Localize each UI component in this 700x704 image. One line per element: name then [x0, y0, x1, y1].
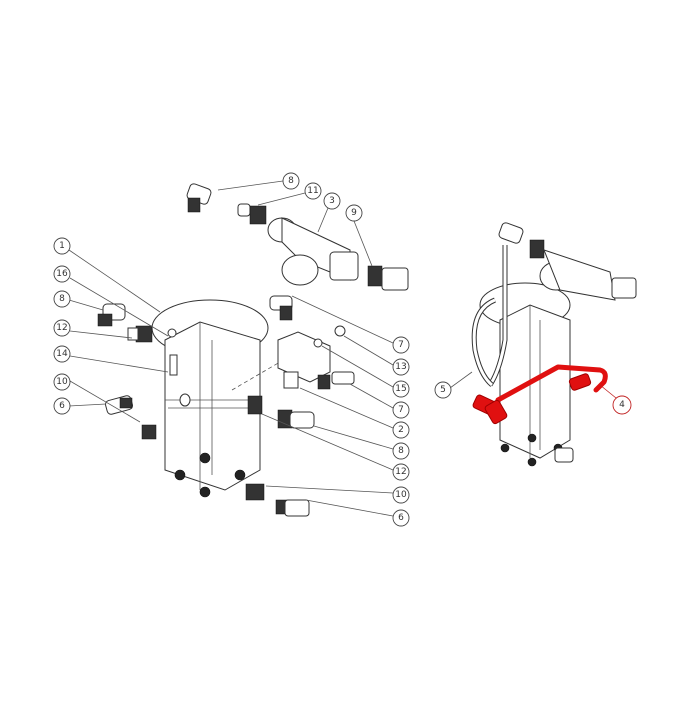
svg-text:15: 15	[395, 384, 406, 394]
highlighted-part-4[interactable]	[472, 364, 608, 425]
svg-text:8: 8	[398, 446, 404, 456]
svg-text:8: 8	[59, 294, 65, 304]
callout-8[interactable]: 8	[53, 290, 71, 308]
callouts-right: 5 4	[434, 381, 632, 415]
callout-10[interactable]: 10	[53, 373, 71, 391]
svg-text:12: 12	[56, 323, 67, 333]
svg-text:11: 11	[307, 186, 318, 196]
callout-8[interactable]: 8	[282, 172, 300, 190]
callout-15[interactable]: 15	[392, 380, 410, 398]
svg-text:8: 8	[288, 176, 294, 186]
svg-text:12: 12	[395, 467, 406, 477]
svg-text:7: 7	[398, 405, 404, 415]
callout-2[interactable]: 2	[392, 421, 410, 439]
callout-7[interactable]: 7	[392, 336, 410, 354]
svg-text:2: 2	[398, 425, 404, 435]
callout-7[interactable]: 7	[392, 401, 410, 419]
callout-13[interactable]: 13	[392, 358, 410, 376]
left-assembly	[68, 180, 409, 517]
svg-text:6: 6	[59, 401, 65, 411]
callout-11[interactable]: 11	[304, 182, 322, 200]
callout-3[interactable]: 3	[323, 192, 341, 210]
callout-1[interactable]: 1	[53, 237, 71, 255]
svg-text:16: 16	[56, 269, 68, 279]
svg-text:10: 10	[56, 377, 68, 387]
callout-10[interactable]: 10	[392, 486, 410, 504]
svg-text:14: 14	[56, 349, 68, 359]
svg-text:1: 1	[59, 241, 65, 251]
callouts-left: 1 16 8 12 14 10 6 8 11 3 9 7 13 15 7 2 8…	[53, 172, 410, 527]
svg-text:6: 6	[398, 513, 404, 523]
callout-6[interactable]: 6	[53, 397, 71, 415]
svg-text:10: 10	[395, 490, 407, 500]
callout-9[interactable]: 9	[345, 204, 363, 222]
svg-text:4: 4	[619, 400, 625, 410]
svg-text:13: 13	[395, 362, 406, 372]
right-assembly	[449, 222, 637, 467]
svg-text:9: 9	[351, 208, 357, 218]
callout-12[interactable]: 12	[392, 463, 410, 481]
manifold-body	[164, 321, 261, 491]
callout-4-highlighted[interactable]: 4	[612, 395, 632, 415]
svg-text:7: 7	[398, 340, 404, 350]
callout-5[interactable]: 5	[434, 381, 452, 399]
svg-text:3: 3	[329, 196, 335, 206]
callout-16[interactable]: 16	[53, 265, 71, 283]
svg-text:5: 5	[440, 385, 446, 395]
callout-14[interactable]: 14	[53, 345, 71, 363]
callout-12[interactable]: 12	[53, 319, 71, 337]
callout-6[interactable]: 6	[392, 509, 410, 527]
callout-8[interactable]: 8	[392, 442, 410, 460]
